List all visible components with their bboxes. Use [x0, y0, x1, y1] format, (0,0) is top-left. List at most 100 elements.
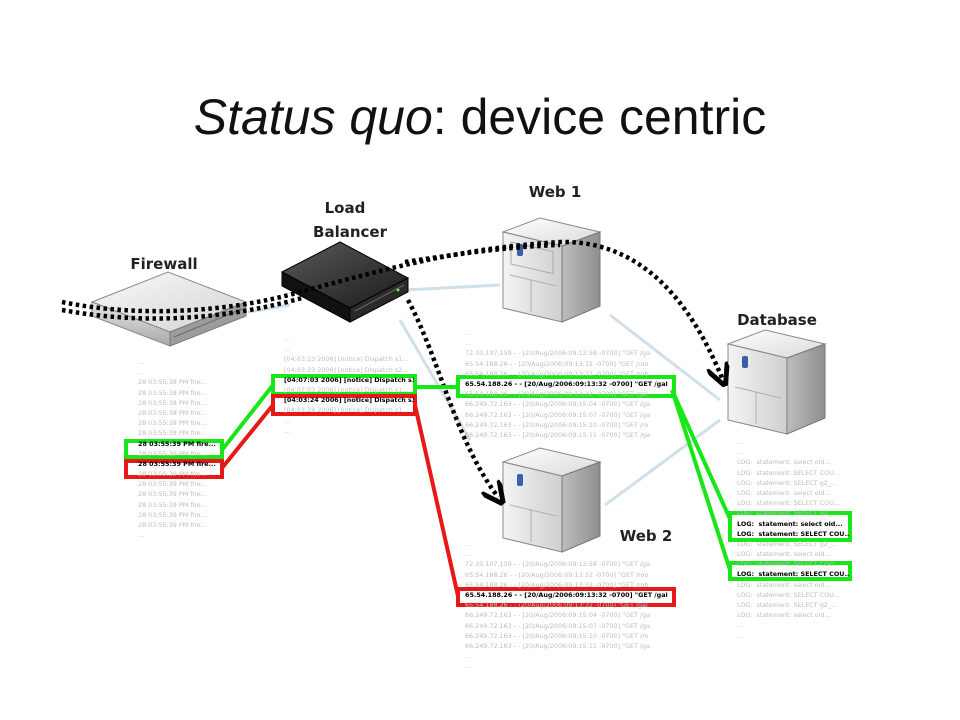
log-line: LOG: statement: SELECT COU... — [737, 570, 849, 579]
log-line: ... — [284, 345, 291, 354]
log-line: LOG: statement: SELECT g2_... — [737, 539, 838, 548]
log-line: 28 03:55:39 PM fire... — [138, 521, 207, 529]
database-log: ......LOG: statement: select oid...LOG: … — [737, 437, 849, 641]
highlight-boxes — [124, 374, 852, 607]
red-connectors — [220, 403, 460, 597]
log-line: 65.54.188.26 - - [20/Aug/2006:09:13:32 -… — [465, 369, 649, 378]
log-line: 66.249.72.163 - - [20/Aug/2006:09:15:11 … — [465, 430, 651, 439]
request-path-main — [61, 239, 722, 378]
log-line: ... — [737, 448, 744, 457]
log-line: 28 03:55:38 PM fire... — [138, 378, 207, 387]
log-line: ... — [465, 441, 472, 450]
log-line: ... — [284, 335, 291, 343]
log-line: 66.249.72.163 - - [20/Aug/2006:09:15:10 … — [465, 631, 649, 640]
log-line: 66.249.72.163 - - [20/Aug/2006:09:15:04 … — [465, 400, 651, 409]
web1-log: ......72.30.107.159 - - [20/Aug/2006:09:… — [465, 328, 670, 460]
load-balancer-label: Load Balancer — [300, 196, 400, 244]
log-line: 28 03:55:39 PM fire... — [138, 439, 216, 448]
web1-server[interactable] — [501, 217, 602, 323]
log-line: ... — [465, 662, 472, 671]
log-line: LOG: statement: select oid... — [737, 458, 831, 467]
log-line: ... — [465, 550, 472, 559]
log-line: 66.249.72.163 - - [20/Aug/2006:09:15:04 … — [465, 611, 651, 620]
load-balancer-device[interactable] — [280, 241, 410, 323]
log-line: LOG: statement: SELECT g2_... — [737, 509, 838, 518]
log-line: [04:03:24 2006] [notice] Dispatch s3... — [284, 396, 414, 405]
firewall-label: Firewall — [130, 255, 198, 273]
log-line: LOG: statement: select oid... — [737, 519, 843, 528]
page-title: Status quo: device centric — [193, 89, 767, 145]
log-line: 28 03:55:39 PM fire... — [138, 490, 207, 499]
load-balancer-log: ......[04:03:23 2006] [notice] Dispatch … — [284, 334, 414, 436]
log-line: LOG: statement: SELECT g2_... — [737, 601, 838, 609]
request-path-to-web1 — [404, 242, 561, 265]
log-line: 66.249.72.163 - - [20/Aug/2006:09:15:10 … — [465, 420, 649, 429]
database-label: Database — [737, 311, 817, 329]
log-line: 28 03:55:38 PM fire... — [138, 388, 207, 397]
log-line: 72.30.107.159 - - [20/Aug/2006:09:12:58 … — [465, 560, 651, 569]
request-paths — [61, 239, 722, 497]
log-line: 28 03:55:39 PM fire... — [138, 510, 207, 519]
log-line: ... — [138, 358, 145, 366]
web2-server[interactable] — [501, 447, 602, 553]
log-line: 65.54.188.26 - - [20/Aug/2006:09:13:32 -… — [465, 601, 648, 610]
log-line: 28 03:55:39 PM fire... — [138, 480, 207, 489]
log-line: LOG: statement: SELECT COU... — [737, 468, 840, 477]
log-line: LOG: statement: SELECT COU... — [737, 499, 840, 508]
log-line: ... — [138, 531, 145, 540]
log-line: ... — [465, 451, 472, 460]
log-line: ... — [284, 426, 291, 435]
log-line: LOG: statement: select oid... — [737, 611, 831, 620]
log-line: 28 03:55:39 PM fire... — [138, 459, 216, 468]
log-line: 72.30.107.159 - - [20/Aug/2006:09:12:58 … — [465, 349, 651, 358]
log-line: LOG: statement: select oid... — [737, 488, 831, 497]
log-line: 28 03:55:38 PM fire... — [138, 408, 207, 417]
log-line: [04:07:03 2006] [notice] Dispatch s1... — [284, 385, 409, 394]
firewall-log: ......28 03:55:38 PM fire...28 03:55:38 … — [138, 357, 222, 540]
log-line: ... — [737, 631, 744, 640]
log-line: LOG: statement: select oid... — [737, 550, 831, 559]
load-balancer-label-line1: Load — [324, 199, 366, 217]
log-line: 28 03:55:39 PM fire... — [138, 470, 207, 479]
request-path-incoming — [61, 295, 303, 321]
log-line: 65.54.188.26 - - [20/Aug/2006:09:13:32 -… — [465, 379, 668, 388]
log-line: 28 03:55:39 PM fire... — [138, 449, 207, 458]
log-line: 28 03:55:38 PM fire... — [138, 429, 207, 438]
log-line: LOG: statement: SELECT COU... — [737, 590, 840, 599]
load-balancer-label-line2: Balancer — [313, 223, 387, 241]
log-line: 66.249.72.163 - - [20/Aug/2006:09:15:07 … — [465, 621, 651, 630]
log-line: ... — [737, 621, 744, 630]
log-line: 65.54.188.26 - - [20/Aug/2006:09:13:32 -… — [465, 359, 649, 368]
log-line: [04:07:03 2006] [notice] Dispatch s1... — [284, 375, 414, 384]
log-line: ... — [465, 339, 472, 348]
log-line: [04:03:23 2006] [notice] Dispatch s2... — [284, 365, 409, 374]
log-line: 65.54.188.26 - - [20/Aug/2006:09:13:32 -… — [465, 390, 648, 399]
web2-log: ......72.30.107.159 - - [20/Aug/2006:09:… — [465, 539, 670, 671]
log-line: LOG: statement: SELECT g2_... — [737, 478, 838, 487]
log-line: ... — [465, 329, 472, 337]
log-line: 28 03:55:39 PM fire... — [138, 500, 207, 509]
log-line: [04:03:23 2006] [notice] Dispatch s1... — [284, 355, 409, 364]
log-line: [04:03:24 2006] [notice] Dispatch s1... — [284, 406, 409, 415]
request-path-to-web2 — [406, 298, 498, 497]
web2-label: Web 2 — [619, 527, 673, 545]
log-line: 65.54.188.26 - - [20/Aug/2006:09:13:32 -… — [465, 570, 649, 579]
log-line: 28 03:55:38 PM fire... — [138, 398, 207, 407]
log-line: 66.249.72.163 - - [20/Aug/2006:09:15:11 … — [465, 641, 651, 650]
log-line: 66.249.72.163 - - [20/Aug/2006:09:15:07 … — [465, 410, 651, 419]
web1-label: Web 1 — [528, 183, 582, 201]
log-line: LOG: statement: SELECT COU... — [737, 529, 849, 538]
log-line: LOG: statement: select oid... — [737, 580, 831, 589]
log-line: ... — [465, 652, 472, 661]
log-line: 28 03:55:38 PM fire... — [138, 419, 207, 428]
log-line: 65.54.188.26 - - [20/Aug/2006:09:13:32 -… — [465, 580, 649, 589]
log-line: ... — [138, 368, 145, 377]
database-server[interactable] — [726, 329, 827, 435]
log-line: 65.54.188.26 - - [20/Aug/2006:09:13:32 -… — [465, 590, 668, 599]
connection-lines — [247, 283, 721, 507]
log-line: LOG: statement: SELECT COU... — [737, 560, 840, 569]
log-line: ... — [284, 416, 291, 425]
firewall-device[interactable] — [90, 271, 248, 347]
log-line: ... — [737, 438, 744, 446]
